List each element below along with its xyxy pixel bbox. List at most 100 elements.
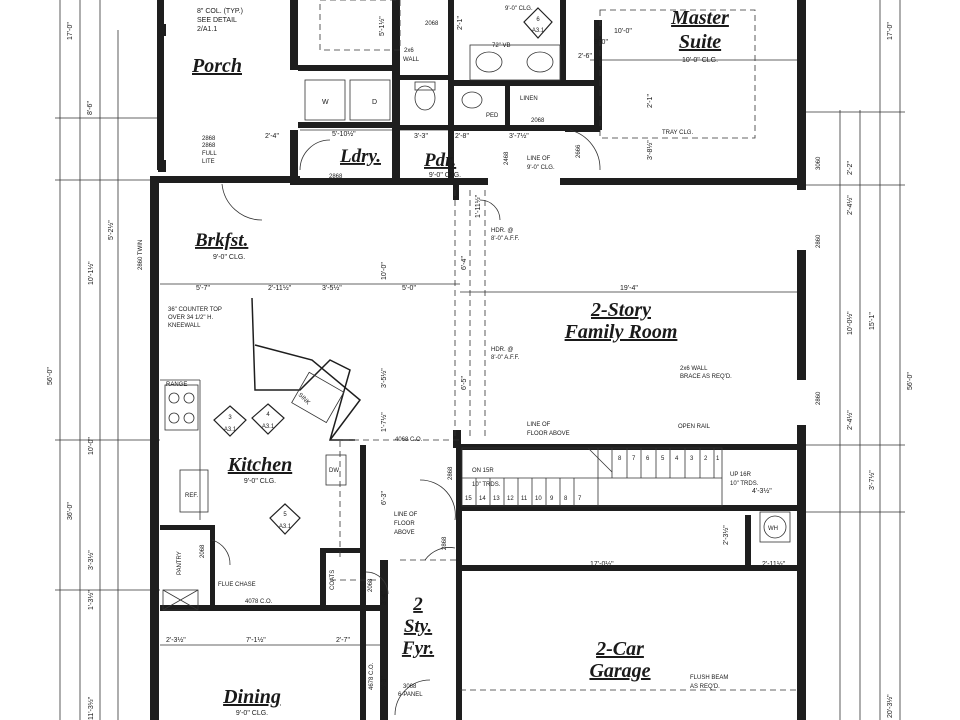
note-line-floor-5: ABOVE (394, 530, 415, 536)
note-hdr2-b: 8'-0" A.F.F. (491, 355, 520, 361)
note-lineof9-1: LINE OF (527, 156, 551, 162)
svg-text:A3.1: A3.1 (262, 424, 275, 430)
fixtures (158, 0, 800, 716)
note-co-4678: 4678 C.O. (369, 662, 375, 690)
note-trds2: 10" TRDS. (472, 482, 501, 488)
dim-w-3-8: 3'-8½" (646, 140, 654, 160)
stair-lower-15: 15 (465, 496, 472, 502)
note-fulllite-2: FULL (202, 151, 217, 157)
stair-numbers: 8 7 6 5 4 3 2 1 15 14 13 12 11 10 9 8 7 (465, 456, 720, 502)
dim-d-7-1: 7'-1½" (246, 636, 266, 644)
note-flush-2: AS REQ'D. (690, 684, 720, 690)
section-marker-4[interactable]: 4 A3.1 (251, 403, 285, 435)
note-fulllite-1: 2868 (202, 143, 216, 149)
note-win-2860-b: 2860 (816, 391, 822, 405)
svg-text:A3.1: A3.1 (224, 427, 237, 433)
dim-k-5-0: 5'-0" (402, 285, 416, 292)
dim-right-20-3: 20'-3½" (886, 694, 894, 718)
brkfst-ceiling: 9'-0" CLG. (213, 254, 245, 261)
note-twin: 2860 TWIN (138, 240, 144, 270)
walls (150, 0, 806, 720)
note-door-2068-b: 2068 (531, 118, 545, 124)
note-door-2868-c: 2868 (442, 536, 448, 550)
dim-k-19-4: 19'-4" (620, 285, 638, 292)
note-door-2468: 2468 (504, 151, 510, 165)
room-label-family-2: Family Room (564, 321, 678, 343)
note-hdr2-a: HDR. @ (491, 347, 513, 353)
dim-left-11-3: 11'-3½" (87, 696, 95, 720)
room-label-laundry: Ldry. (339, 146, 381, 167)
note-coats: COATS (330, 570, 336, 590)
room-label-kitchen: Kitchen (227, 454, 292, 476)
note-hdr1-a: HDR. @ (491, 228, 513, 234)
note-ref: REF. (185, 493, 198, 499)
note-counter-3: KNEEWALL (168, 323, 201, 329)
dim-k-3-5v: 3'-5½" (380, 368, 388, 388)
dim-left-56: 56'-0" (47, 367, 54, 385)
note-sink: SINK (297, 392, 311, 406)
note-brace-1: 2x6 WALL (680, 366, 708, 372)
room-label-porch: Porch (191, 55, 242, 77)
stair-upper-3: 3 (690, 456, 694, 462)
dim-right-3-7: 3'-7½" (868, 470, 876, 490)
svg-text:5: 5 (283, 512, 287, 518)
notes: 8" COL. (TYP.) SEE DETAIL 2/A1.1 2x6 WAL… (138, 6, 822, 698)
dimension-lines (55, 0, 905, 720)
note-line-floor-3: LINE OF (394, 512, 418, 518)
section-marker-3[interactable]: 3 A3.1 (213, 405, 247, 437)
room-label-foyer-2: Sty. (404, 616, 432, 637)
note-on-15r: ON 15R (472, 468, 494, 474)
note-door-2868-a: 2868 (329, 174, 343, 180)
dim-k-6-5: 6'-5" (461, 376, 468, 390)
dim-w-3-7: 3'-7½" (509, 132, 529, 140)
room-label-powder: Pdr. (423, 150, 456, 171)
dim-g-2-3: 2'-3½" (722, 525, 730, 545)
room-label-master-2: Suite (679, 31, 721, 53)
dim-right-2-4b: 2'-4½" (846, 410, 854, 430)
note-column: 8" COL. (TYP.) (197, 8, 243, 15)
stair-lower-8: 8 (564, 496, 568, 502)
dim-k-3-5: 3'-5½" (322, 284, 342, 292)
stair-upper-4: 4 (675, 456, 679, 462)
dim-right-2-4: 2'-4½" (846, 195, 854, 215)
note-flush-1: FLUSH BEAM (690, 675, 728, 681)
section-marker-6[interactable]: 6 A3.1 (523, 7, 553, 39)
note-hdr1-b: 8'-0" A.F.F. (491, 236, 520, 242)
dimension-text: 17'-0" 8'-6" 10'-1½" 5'-2½" 56'-0" 36'-0… (47, 16, 914, 720)
note-wh: WH (768, 526, 778, 532)
note-dw: DW (329, 468, 339, 474)
note-flue: FLUE CHASE (218, 582, 256, 588)
powder-ceiling: 9'-0" CLG. (429, 172, 461, 179)
note-vanity: 72" VB (492, 43, 510, 49)
dim-w-2-6: 2'-6" (578, 53, 592, 60)
note-counter-2: OVER 34 1/2" H. (168, 315, 213, 321)
master-ceiling: 10'-0" CLG. (682, 57, 718, 64)
dim-right-15-1: 15'-1" (869, 312, 876, 330)
svg-text:6: 6 (536, 17, 540, 23)
dim-left-5-2: 5'-2½" (107, 220, 115, 240)
section-marker-5[interactable]: 5 A3.1 (269, 503, 301, 535)
note-range: RANGE (166, 382, 187, 388)
dim-k-5-7: 5'-7" (196, 285, 210, 292)
note-line-floor-1: LINE OF (527, 422, 551, 428)
note-door-2068-a: 2068 (425, 21, 439, 27)
dim-left-3-3: 3'-3½" (87, 550, 95, 570)
dim-w-5-1: 5'-1½" (378, 16, 386, 36)
svg-text:A3.1: A3.1 (532, 28, 545, 34)
note-wall: WALL (403, 57, 420, 63)
dim-f-3-4: 3'-4" (381, 591, 388, 605)
note-door-2868-b: 2868 (448, 466, 454, 480)
dim-left-8-6: 8'-6" (87, 101, 94, 115)
dim-w-2-1b: 2'-1" (647, 94, 654, 108)
dim-w-2-1: 2'-1" (457, 16, 464, 30)
stair-lower-11: 11 (521, 496, 528, 502)
dim-k-10-0: 10'-0" (381, 262, 388, 280)
stair-upper-6: 6 (646, 456, 650, 462)
note-see-detail: SEE DETAIL (197, 17, 237, 24)
dim-w-3-3: 3'-3" (414, 133, 428, 140)
dim-f-6-3: 6'-3" (381, 676, 388, 690)
dim-w-5-10: 5'-10½" (332, 130, 356, 138)
note-trds: 10" TRDS. (730, 481, 759, 487)
note-line-floor-2: FLOOR ABOVE (527, 431, 570, 437)
kitchen-ceiling: 9'-0" CLG. (244, 478, 276, 485)
